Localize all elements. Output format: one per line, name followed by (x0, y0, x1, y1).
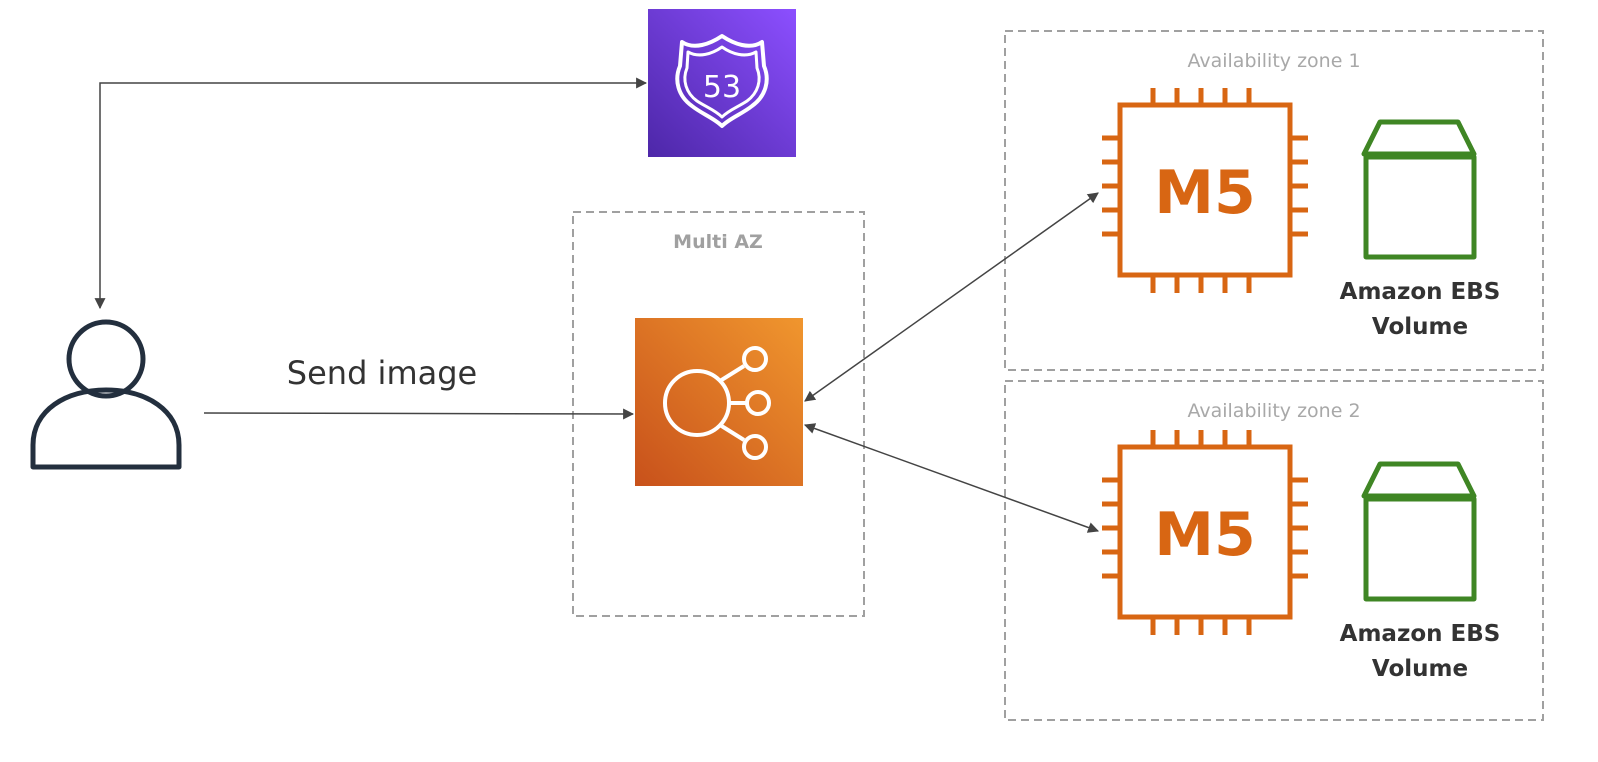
elb-link-top (718, 364, 746, 383)
ebs-zone-2-label-line1: Amazon EBS (1340, 621, 1501, 647)
availability-zone-1-label: Availability zone 1 (1187, 50, 1360, 72)
route53-icon: 53 (648, 9, 796, 157)
multi-az-label: Multi AZ (673, 231, 763, 253)
arrow-user-route53 (94, 77, 648, 310)
route53-shield-outer (675, 34, 769, 128)
ec2-chip-icon-zone-2 (1102, 430, 1308, 635)
availability-zone-2-group: Availability zone 2 (1004, 380, 1544, 721)
ec2-chip-icon-zone-1 (1102, 88, 1308, 293)
ebs-zone-1-label-line2: Volume (1372, 314, 1468, 340)
route53-number: 53 (703, 70, 741, 105)
ebs-volume-icon-zone-2 (1361, 461, 1477, 602)
ec2-zone-2-label: M5 (1154, 500, 1255, 570)
user-body (30, 387, 182, 470)
ebs-zone-2-label-line2: Volume (1372, 656, 1468, 682)
elastic-load-balancer-icon (635, 318, 803, 486)
arrow-load-balancer-ec2-zone-1 (804, 192, 1099, 402)
arrow-load-balancer-ec2-zone-2 (803, 423, 1100, 533)
user-head (66, 319, 146, 399)
send-image-label: Send image (287, 354, 477, 392)
ebs-zone-1-label-line1: Amazon EBS (1340, 279, 1501, 305)
availability-zone-1-border (1004, 30, 1544, 371)
route53-shield-inner (683, 45, 761, 119)
elb-background (635, 318, 803, 486)
elb-target-top (742, 346, 768, 372)
elb-target-bottom (742, 434, 768, 460)
ebs-volume-zone-1: Amazon EBS Volume (1340, 119, 1501, 340)
elb-link-bottom (718, 423, 746, 442)
ec2-instance-zone-1: M5 (1102, 88, 1308, 293)
elb-target-middle (745, 390, 771, 416)
route53-background (648, 9, 796, 157)
ebs-volume-icon-zone-1 (1361, 119, 1477, 260)
availability-zone-2-label: Availability zone 2 (1187, 400, 1360, 422)
user-icon (30, 319, 182, 470)
arrow-user-load-balancer (203, 408, 635, 420)
availability-zone-2-border (1004, 380, 1544, 721)
availability-zone-1-group: Availability zone 1 (1004, 30, 1544, 371)
ebs-volume-zone-2: Amazon EBS Volume (1340, 461, 1501, 682)
ec2-zone-1-label: M5 (1154, 158, 1255, 228)
ec2-instance-zone-2: M5 (1102, 430, 1308, 635)
